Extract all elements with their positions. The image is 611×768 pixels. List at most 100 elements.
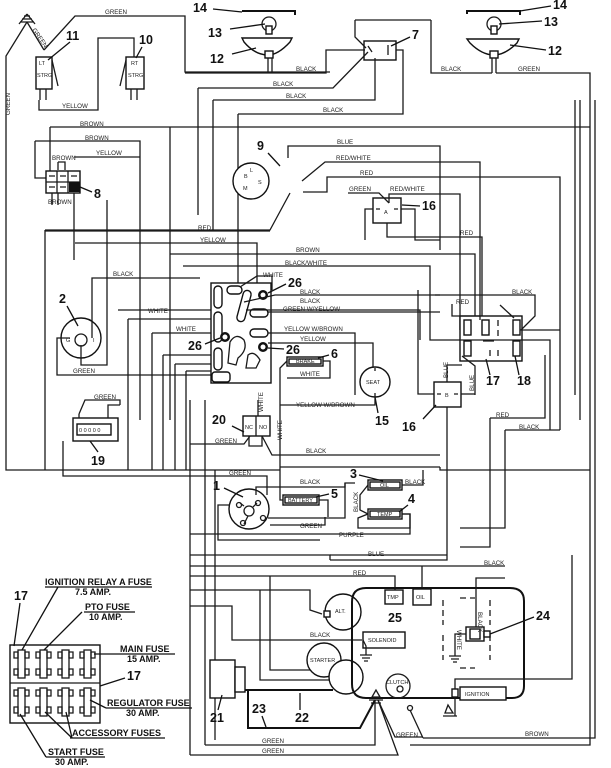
wire-label-yellow-mid: YELLOW xyxy=(200,237,226,244)
wire-label-yellow-brown-15: YELLOW W/BROWN xyxy=(296,402,355,409)
wire-label-green-b1: GREEN xyxy=(262,738,284,745)
wire-green-left xyxy=(5,21,60,471)
callout-9: 9 xyxy=(257,139,264,153)
callout-10: 10 xyxy=(139,33,153,47)
callout-25: 25 xyxy=(388,611,402,625)
callout-12-right: 12 xyxy=(548,44,562,58)
callout-22: 22 xyxy=(295,711,309,725)
brake-switch-6: BRAKE xyxy=(286,356,324,367)
wire-label-green-antenna: GREEN xyxy=(30,27,48,49)
callout-15: 15 xyxy=(375,414,389,428)
wire-label-black-lamp-mid: BLACK xyxy=(273,81,294,88)
callout-14-right: 14 xyxy=(553,0,567,12)
wire-label-black-34: BLACK xyxy=(353,491,360,512)
svg-text:BRAKE: BRAKE xyxy=(296,359,315,365)
svg-text:STRG: STRG xyxy=(128,73,143,79)
callout-4: 4 xyxy=(408,492,415,506)
wire-label-red-low: RED xyxy=(353,570,367,577)
oil-light-3: OIL xyxy=(367,479,403,491)
right-steering-switch: RT STRG xyxy=(119,56,145,100)
relay-b: B xyxy=(433,381,462,408)
callout-14-left: 14 xyxy=(193,1,207,15)
wire-label-red-white-9: RED/WHITE xyxy=(336,155,371,162)
wire-label-green-yellow: GREEN W/YELLOW xyxy=(283,306,340,313)
wire-label-red-r: RED xyxy=(496,412,510,419)
wire-label-yellow-brown: YELLOW W/BROWN xyxy=(284,326,343,333)
callout-2: 2 xyxy=(59,292,66,306)
callout-5: 5 xyxy=(331,487,338,501)
wire-label-brown-b: BROWN xyxy=(525,731,549,738)
wire-label-green-2: GREEN xyxy=(73,368,95,375)
svg-text:B: B xyxy=(445,393,449,399)
wire-label-white-26: WHITE xyxy=(263,272,283,279)
wire-label-black-3: BLACK xyxy=(323,107,344,114)
wire-label-red-white-16: RED/WHITE xyxy=(390,186,425,193)
key-switch-9: B S M L xyxy=(232,162,270,200)
wire-label-black-3r: BLACK xyxy=(405,479,426,486)
wire-label-black-low: BLACK xyxy=(484,560,505,567)
callout-20: 20 xyxy=(212,413,226,427)
wire-label-black-r: BLACK xyxy=(519,424,540,431)
legend-start-amp: 30 AMP. xyxy=(55,757,89,767)
wire-label-brown-2: BROWN xyxy=(85,135,109,142)
ground-symbol-engine xyxy=(369,688,383,704)
wire-label-black-26b: BLACK xyxy=(300,298,321,305)
svg-text:M: M xyxy=(243,186,248,192)
callout-18: 18 xyxy=(517,374,531,388)
legend-start-fuse: START FUSE xyxy=(48,747,104,757)
callout-26-right: 26 xyxy=(286,343,300,357)
svg-text:LT: LT xyxy=(39,61,46,67)
temp-light-4: TEMP xyxy=(367,508,403,520)
wire-label-brown-8: BROWN xyxy=(52,155,76,162)
legend-main-amp: 15 AMP. xyxy=(127,654,161,664)
wire-label-blue-b2: BLUE xyxy=(469,375,476,391)
wire-label-green-left: GREEN xyxy=(5,93,12,115)
legend-ignition-relay-fuse: IGNITION RELAY A FUSE xyxy=(45,577,152,587)
spark-plug-lead xyxy=(409,709,424,739)
legend-ignition-relay-amp: 7.5 AMP. xyxy=(75,587,111,597)
svg-text:TMP: TMP xyxy=(387,595,399,601)
wire-green-antenna xyxy=(26,21,45,51)
headlight-left xyxy=(240,10,296,72)
svg-text:A: A xyxy=(384,210,388,216)
wire-label-yellow-8: YELLOW xyxy=(96,150,122,157)
wire-label-green-b3: GREEN xyxy=(396,732,418,739)
ignition-switch-1 xyxy=(228,488,270,530)
wire-label-yellow-strg: YELLOW xyxy=(62,103,88,110)
wire-label-black-white: BLACK/WHITE xyxy=(285,260,327,267)
callout-17-fuse-mid: 17 xyxy=(127,669,141,683)
svg-text:BATTERY: BATTERY xyxy=(288,498,313,504)
svg-text:S: S xyxy=(258,180,262,186)
callout-17-relay: 17 xyxy=(486,374,500,388)
wire-label-red-17: RED xyxy=(456,299,470,306)
pto-switch-26 xyxy=(210,282,272,384)
legend-pto-fuse: PTO FUSE xyxy=(85,602,130,612)
svg-text:IGNITION: IGNITION xyxy=(465,692,489,698)
wire-label-white-6: WHITE xyxy=(300,371,320,378)
wire-label-brown-mid: BROWN xyxy=(296,247,320,254)
callout-16-bottom: 16 xyxy=(402,420,416,434)
wire-label-green-lamp-right: GREEN xyxy=(518,66,540,73)
wire-label-brown-8b: BROWN xyxy=(48,199,72,206)
callout-21: 21 xyxy=(210,711,224,725)
oil-sender: OIL xyxy=(412,588,432,606)
alternator: ALT. xyxy=(323,593,362,631)
svg-text:I: I xyxy=(93,338,95,344)
solenoid: SOLENOID xyxy=(360,631,406,662)
legend-pto-amp: 10 AMP. xyxy=(89,612,123,622)
svg-text:OIL: OIL xyxy=(416,595,425,601)
svg-text:ALT.: ALT. xyxy=(335,609,346,615)
wire-label-black-2l: BLACK xyxy=(113,271,134,278)
light-switch xyxy=(363,40,397,61)
wire-label-green-20: GREEN xyxy=(215,438,237,445)
wire-label-green-16: GREEN xyxy=(349,186,371,193)
callout-1: 1 xyxy=(213,479,220,493)
battery-indicator-5: BATTERY xyxy=(282,494,320,506)
fuse-block xyxy=(9,644,101,724)
wire-black-lamp-right xyxy=(430,20,492,74)
wire-label-black-26a: BLACK xyxy=(300,289,321,296)
legend-main-fuse: MAIN FUSE xyxy=(120,644,170,654)
wire-label-white-20: WHITE xyxy=(258,392,265,412)
svg-text:SEAT: SEAT xyxy=(366,380,381,386)
